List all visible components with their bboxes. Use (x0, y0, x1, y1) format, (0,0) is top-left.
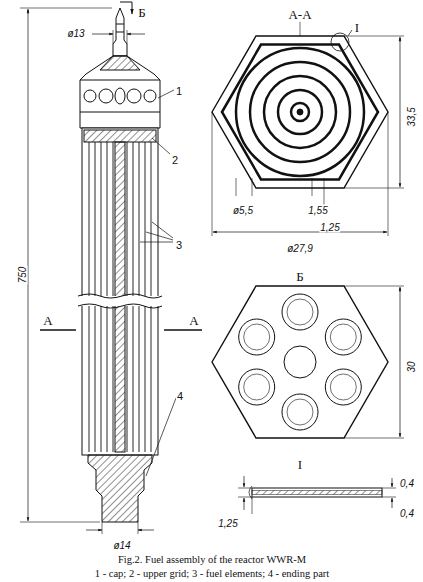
dimension-label: 0,4 (399, 478, 415, 489)
section-mark: Б (137, 6, 146, 20)
callout-number: 4 (176, 390, 184, 402)
callout-number: 2 (171, 154, 179, 166)
callout-number: 1 (175, 85, 183, 97)
figure-caption: Fig.2. Fuel assembly of the reactor WWR-… (117, 554, 307, 566)
section-title: A-A (287, 8, 312, 22)
section-mark: A (188, 314, 199, 328)
caption-legend: 1 - cap; 2 - upper grid; 3 - fuel elemen… (94, 568, 330, 580)
dimension-label: 1,25 (319, 222, 340, 233)
section-title: Б (295, 270, 304, 284)
detail-title: I (297, 458, 303, 472)
dimension-label: 33,5 (406, 106, 417, 127)
dimension-label: ø13 (66, 28, 85, 39)
dimension-label: 0,4 (399, 508, 415, 519)
dimension-label: 750 (17, 266, 28, 285)
dimension-label: ø14 (112, 540, 131, 551)
dimension-label: 30 (406, 360, 417, 373)
callout-number: 3 (175, 239, 183, 251)
detail-mark: I (354, 21, 360, 35)
dimension-label: ø5,5 (232, 205, 254, 216)
dimension-label: ø27,9 (286, 243, 314, 254)
dimension-label: 1,55 (307, 205, 328, 216)
section-mark: A (42, 314, 53, 328)
dimension-label: 1,25 (217, 518, 238, 529)
